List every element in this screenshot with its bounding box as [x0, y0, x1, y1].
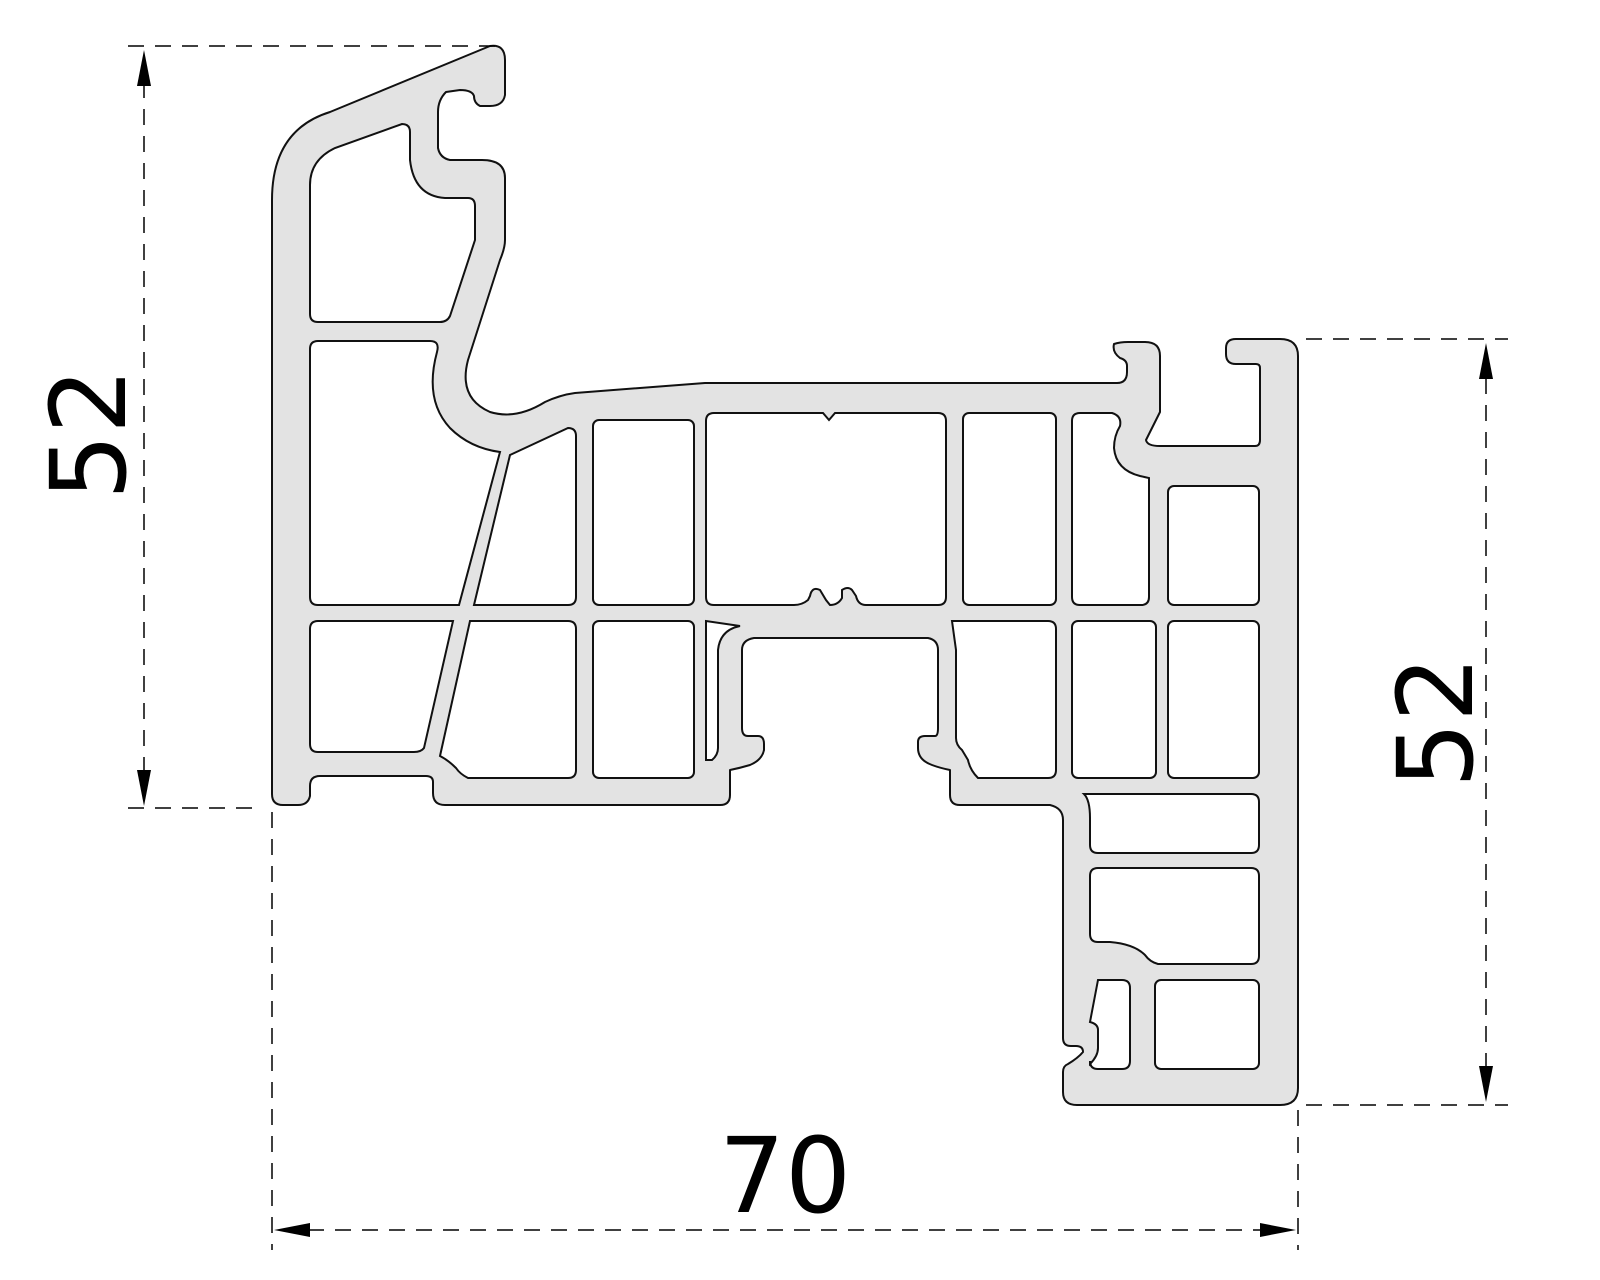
chamber-upper-2	[592, 419, 695, 606]
chamber-slant-upper	[472, 426, 577, 606]
chamber-upper-6	[1167, 485, 1260, 606]
chamber-lower-right-3	[1167, 620, 1260, 779]
dimension-bottom-width: 70	[271, 812, 1299, 1250]
chamber-leg-1	[1081, 793, 1260, 854]
arrowhead-right-bottom	[1479, 1066, 1493, 1102]
dimension-label-left-height: 52	[28, 368, 150, 500]
arrowhead-right-top	[1479, 343, 1493, 379]
arrowhead-left-bottom	[137, 770, 151, 806]
arrowhead-left-top	[137, 50, 151, 86]
chamber-lower-right-2	[1071, 620, 1157, 779]
chamber-left-lower	[309, 620, 455, 753]
chamber-lower-center-left	[705, 619, 741, 761]
chamber-slant-lower	[438, 620, 577, 779]
chamber-top-left	[309, 122, 476, 323]
dimension-label-bottom-width: 70	[719, 1115, 851, 1237]
dimension-label-right-height: 52	[1375, 656, 1497, 788]
dimension-left-height: 52	[28, 45, 505, 809]
chamber-leg-2	[1089, 867, 1260, 965]
chamber-lower-right-1	[950, 620, 1057, 779]
chamber-left-middle	[309, 340, 502, 606]
arrowhead-bottom-right	[1260, 1223, 1296, 1237]
chamber-upper-center	[705, 412, 947, 607]
dimension-right-height: 52	[1306, 338, 1508, 1106]
chamber-upper-4	[962, 412, 1057, 606]
chamber-lower-2	[592, 620, 695, 779]
arrowhead-bottom-left	[274, 1223, 310, 1237]
chamber-leg-4	[1154, 979, 1260, 1070]
pvc-profile	[271, 44, 1299, 1106]
chamber-leg-3	[1088, 979, 1131, 1070]
chamber-upper-5	[1071, 412, 1150, 606]
